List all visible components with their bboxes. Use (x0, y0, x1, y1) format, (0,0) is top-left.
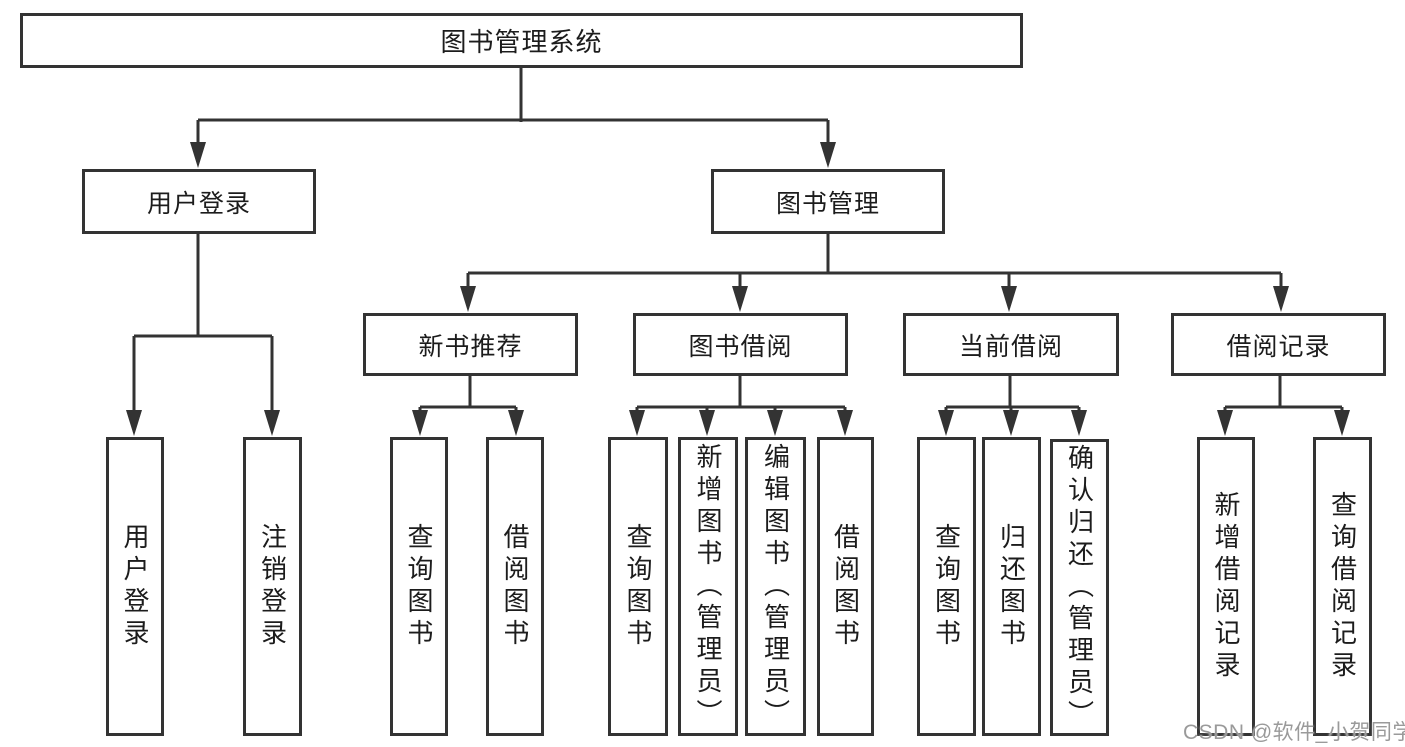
node-label: 查询图书 (931, 522, 962, 651)
watermark-text: CSDN @软件_小贺同学 (1183, 721, 1405, 744)
leaf-borrow-books-borrow: 借阅图书 (817, 437, 874, 736)
leaf-borrow-books-recommend: 借阅图书 (486, 437, 544, 736)
leaf-query-borrow-record: 查询借阅记录 (1313, 437, 1372, 736)
leaf-add-books-admin: 新增图书（管理员） (678, 437, 738, 736)
node-new-book-recommendation: 新书推荐 (363, 313, 578, 376)
node-label: 编辑图书（管理员） (760, 442, 791, 731)
node-label: 注销登录 (257, 522, 288, 651)
node-label: 借阅图书 (830, 522, 861, 651)
leaf-query-books-recommend: 查询图书 (390, 437, 448, 736)
node-label: 查询图书 (623, 522, 653, 651)
node-label: 新增借阅记录 (1211, 490, 1241, 683)
leaf-return-books: 归还图书 (982, 437, 1041, 736)
node-label: 图书管理 (775, 189, 880, 218)
node-current-borrowing: 当前借阅 (903, 313, 1119, 376)
node-borrowing-records: 借阅记录 (1171, 313, 1386, 376)
leaf-confirm-return-admin: 确认归还（管理员） (1050, 439, 1109, 736)
node-label: 新书推荐 (418, 332, 523, 361)
node-label: 借阅记录 (1226, 332, 1331, 361)
leaf-user-login: 用户登录 (106, 437, 164, 736)
node-label: 借阅图书 (500, 522, 530, 651)
node-book-management: 图书管理 (711, 169, 945, 234)
node-label: 新增图书（管理员） (693, 442, 723, 731)
leaf-add-borrow-record: 新增借阅记录 (1197, 437, 1255, 736)
node-label: 查询借阅记录 (1327, 490, 1358, 683)
leaf-query-books-current: 查询图书 (917, 437, 976, 736)
node-book-borrowing: 图书借阅 (633, 313, 848, 376)
leaf-logout: 注销登录 (243, 437, 302, 736)
node-label: 用户登录 (146, 189, 251, 218)
node-label: 用户登录 (120, 522, 150, 651)
node-label: 图书借阅 (688, 332, 793, 361)
node-label: 查询图书 (404, 522, 434, 651)
node-label: 归还图书 (996, 522, 1027, 651)
node-user-login: 用户登录 (82, 169, 316, 234)
node-label: 当前借阅 (958, 332, 1063, 361)
node-library-management-system: 图书管理系统 (20, 13, 1023, 68)
leaf-edit-books-admin: 编辑图书（管理员） (745, 437, 806, 736)
node-label: 图书管理系统 (440, 27, 603, 57)
node-label: 确认归还（管理员） (1064, 443, 1095, 732)
leaf-query-books-borrow: 查询图书 (608, 437, 668, 736)
